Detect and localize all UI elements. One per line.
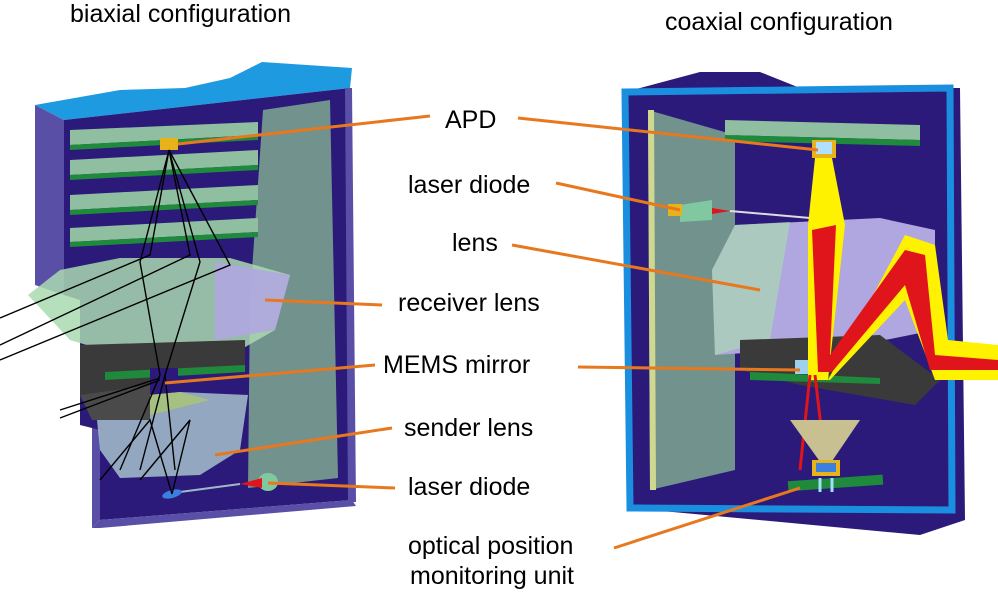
coaxial-apd-window: [816, 142, 832, 154]
biaxial-shelf-3-pcb: [70, 200, 258, 215]
leader-lines: [164, 114, 819, 550]
coaxial-monitor-sensor-window: [816, 463, 836, 472]
label-mems-mirror: MEMS mirror: [383, 351, 530, 379]
biaxial-ray-lines: [0, 149, 231, 495]
coaxial-mems-plate: [740, 335, 940, 405]
label-sender-lens: sender lens: [404, 414, 533, 442]
biaxial-shelf-2-pcb: [70, 165, 258, 180]
label-laser-diode-bottom: laser diode: [408, 473, 530, 501]
coaxial-title: coaxial configuration: [665, 8, 893, 36]
biaxial-shelf-4: [70, 218, 258, 242]
coaxial-laser-beam: [729, 210, 811, 219]
leader-optical-position: [613, 486, 801, 550]
biaxial-left-wall-lower: [92, 420, 100, 528]
coaxial-laser-diode: [680, 200, 712, 222]
label-laser-diode-top: laser diode: [408, 171, 530, 199]
biaxial-mems-plate: [80, 340, 245, 395]
leader-apd-left: [177, 114, 431, 146]
biaxial-right-wall: [345, 88, 356, 502]
biaxial-laser-beam: [179, 483, 241, 493]
label-apd: APD: [445, 106, 496, 134]
biaxial-glass-panel: [248, 100, 338, 488]
leader-mems-left: [164, 363, 376, 385]
coaxial-monitor-pcb: [787, 474, 884, 492]
leader-sender-lens: [214, 426, 393, 457]
coaxial-monitor-pins: [818, 478, 834, 492]
biaxial-laser-beam-red: [240, 478, 262, 488]
coaxial-monitor-cone: [790, 420, 860, 470]
coaxial-frame: [621, 84, 956, 514]
leader-receiver-lens: [264, 298, 383, 307]
label-lens: lens: [452, 229, 498, 257]
coaxial-top-shelf: [725, 120, 920, 140]
biaxial-shelf-3: [70, 185, 258, 210]
biaxial-receiver-lens-violet: [215, 262, 290, 340]
leader-lens: [511, 243, 761, 292]
label-optical-position-line1: optical position: [408, 532, 573, 560]
biaxial-apd: [160, 138, 178, 150]
biaxial-top-lid: [35, 62, 352, 120]
coaxial-laser-beam-red: [712, 208, 730, 214]
leader-laser-diode-bottom: [267, 481, 396, 490]
leader-mems-right: [577, 365, 801, 372]
biaxial-shelf-4-pcb: [70, 232, 258, 247]
biaxial-floor: [92, 500, 356, 528]
biaxial-shelf-2: [70, 150, 258, 175]
label-optical-position-line2: monitoring unit: [410, 562, 574, 590]
biaxial-title: biaxial configuration: [70, 0, 291, 28]
biaxial-mems-mirror: [150, 368, 178, 378]
coaxial-beam-inner: [812, 225, 998, 372]
label-receiver-lens: receiver lens: [398, 289, 540, 317]
leader-laser-diode-top: [555, 181, 681, 212]
biaxial-housing: [0, 62, 356, 528]
leader-apd-right: [517, 116, 819, 152]
biaxial-base-block: [80, 385, 150, 420]
biaxial-laser-diode: [258, 473, 278, 491]
biaxial-left-wall: [35, 105, 64, 295]
coaxial-housing: [621, 72, 998, 535]
biaxial-shelf-1: [70, 122, 258, 145]
